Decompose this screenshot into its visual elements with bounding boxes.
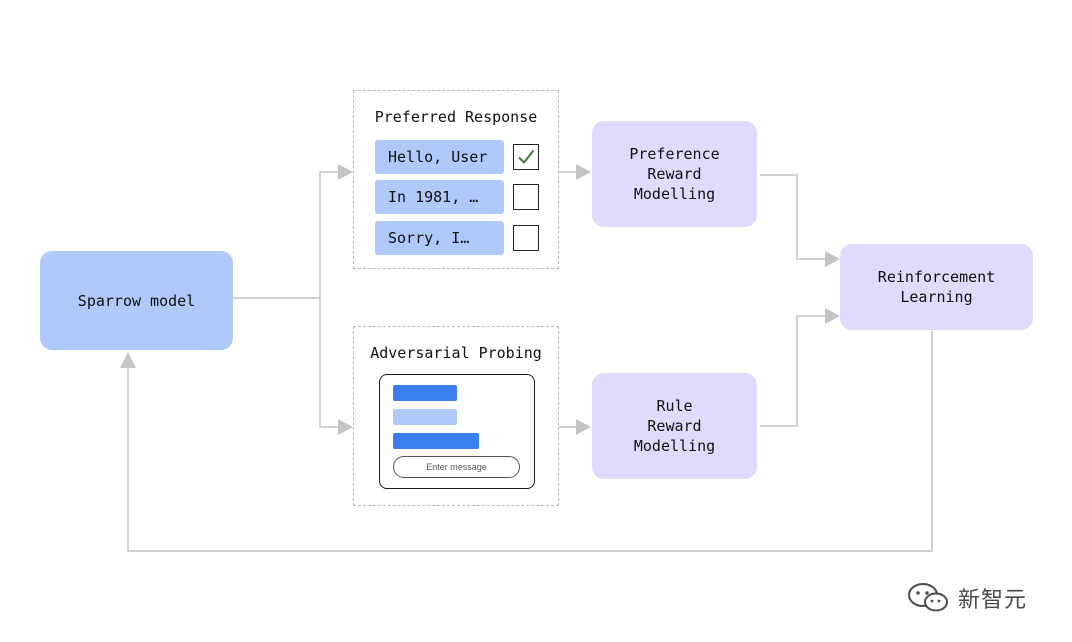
arrowhead-to-preferred-response xyxy=(338,164,353,180)
wechat-logo-icon xyxy=(908,583,948,612)
arrowhead-to-preference-reward xyxy=(576,164,591,180)
arrowhead-to-rule-reward xyxy=(576,419,591,435)
chat-message-bar-3 xyxy=(393,433,479,449)
connector-sparrow-to-branches xyxy=(233,171,340,428)
rule-reward-modelling-label: Rule Reward Modelling xyxy=(633,397,716,455)
connector-rl-feedback-loop xyxy=(127,331,933,552)
response-checkbox-1 xyxy=(513,144,539,170)
watermark: 新智元 xyxy=(906,580,1046,616)
arrowhead-preference-to-rl xyxy=(825,251,840,267)
response-option-3: Sorry, I… xyxy=(375,221,504,255)
response-checkbox-2 xyxy=(513,184,539,210)
chat-message-bar-1 xyxy=(393,385,457,401)
adversarial-probing-panel: Adversarial Probing Enter message xyxy=(353,326,559,506)
arrowhead-to-adversarial-probing xyxy=(338,419,353,435)
watermark-text: 新智元 xyxy=(958,588,1028,613)
arrowhead-to-sparrow-model xyxy=(120,352,136,368)
response-option-1: Hello, User xyxy=(375,140,504,174)
rule-reward-modelling-node: Rule Reward Modelling xyxy=(592,373,757,479)
chat-message-input: Enter message xyxy=(393,456,520,478)
reinforcement-learning-node: Reinforcement Learning xyxy=(840,244,1033,330)
chat-window-mockup: Enter message xyxy=(379,374,535,489)
connector-preference-to-rl xyxy=(760,174,826,260)
arrowhead-rule-to-rl xyxy=(825,308,840,324)
response-option-2: In 1981, … xyxy=(375,180,504,214)
sparrow-model-node: Sparrow model xyxy=(40,251,233,350)
chat-message-bar-2 xyxy=(393,409,457,425)
preferred-response-panel: Preferred Response Hello, User In 1981, … xyxy=(353,90,559,269)
adversarial-probing-title: Adversarial Probing xyxy=(370,344,542,362)
connector-rule-to-rl xyxy=(760,315,826,427)
sparrow-model-label: Sparrow model xyxy=(77,291,196,310)
response-checkbox-3 xyxy=(513,225,539,251)
checkmark-icon xyxy=(518,149,535,165)
preference-reward-modelling-node: Preference Reward Modelling xyxy=(592,121,757,227)
preference-reward-modelling-label: Preference Reward Modelling xyxy=(629,145,720,203)
preferred-response-title: Preferred Response xyxy=(374,108,538,126)
reinforcement-learning-label: Reinforcement Learning xyxy=(877,268,996,306)
